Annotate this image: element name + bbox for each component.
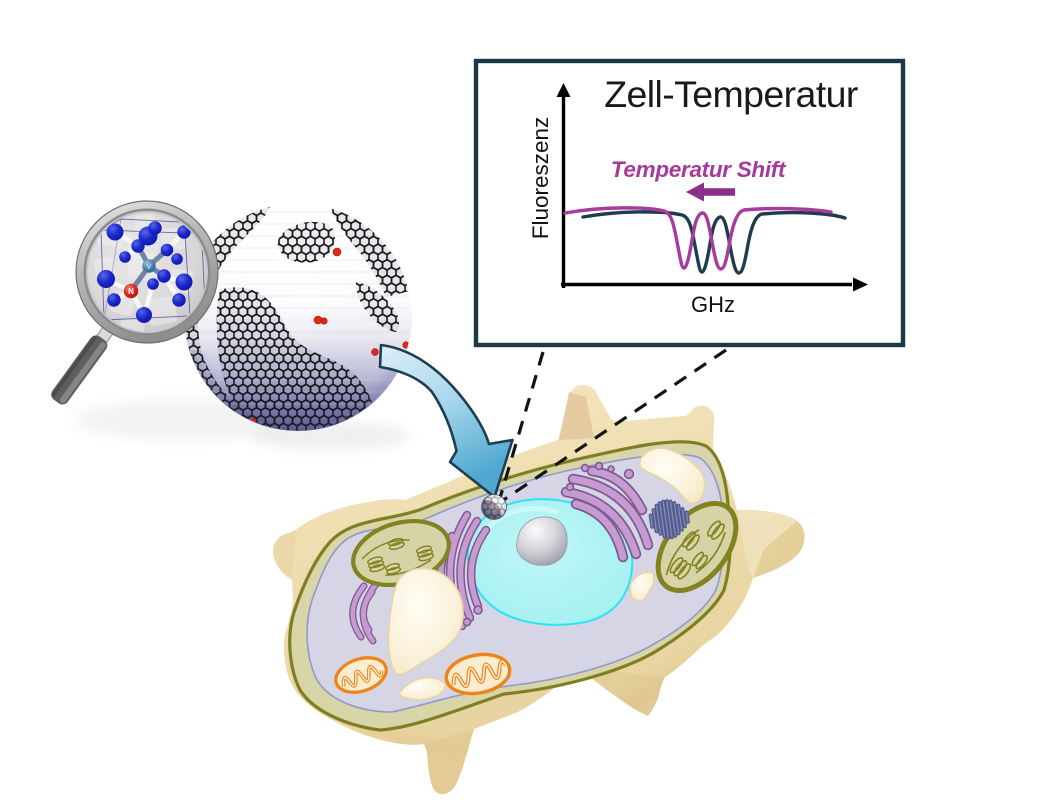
svg-text:Zell-Temperatur: Zell-Temperatur [604, 73, 858, 115]
svg-text:GHz: GHz [691, 292, 735, 317]
svg-text:N: N [128, 287, 134, 296]
svg-text:Fluoreszenz: Fluoreszenz [528, 117, 553, 240]
svg-text:V: V [147, 264, 152, 271]
svg-text:Temperatur Shift: Temperatur Shift [611, 157, 787, 182]
